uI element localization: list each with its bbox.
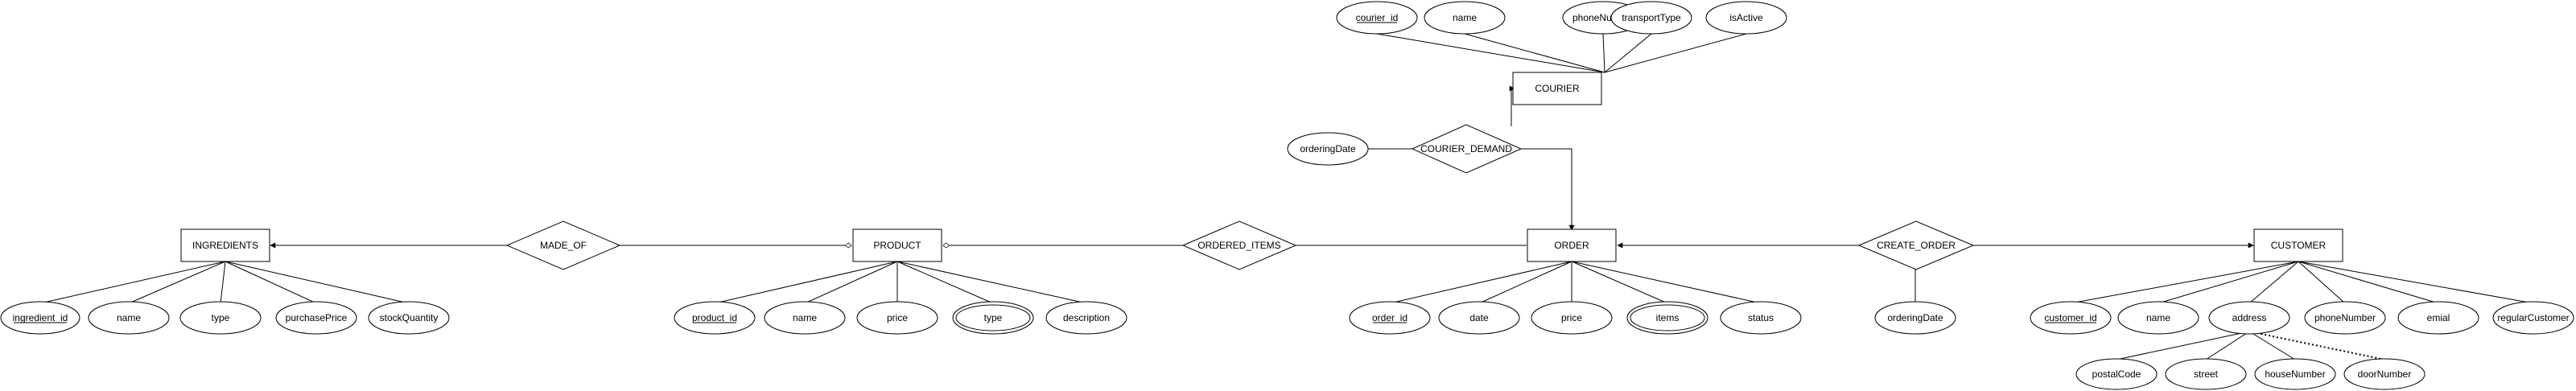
entity-ingredients[interactable]: INGREDIENTS [180,228,270,262]
svg-text:order_id: order_id [1372,312,1408,323]
attribute-courier-transport[interactable]: transportType [1610,1,1692,35]
attribute-product-type[interactable]: type [952,301,1034,335]
svg-text:product_id: product_id [692,312,737,323]
attribute-courier-id[interactable]: courier_id [1336,1,1418,35]
edges [39,33,2534,360]
svg-text:name: name [117,312,141,323]
attribute-create-order-date[interactable]: orderingDate [1874,301,1956,335]
svg-text:price: price [887,312,908,323]
svg-text:orderingDate: orderingDate [1300,143,1356,154]
edge-courier-phone [1602,33,1605,73]
svg-text:customer_id: customer_id [2044,312,2096,323]
edge-demand-order [1521,148,1575,231]
attribute-ingredient-type[interactable]: type [179,301,262,335]
attribute-ingredient-stock[interactable]: stockQuantity [368,301,450,335]
relationship-courier-demand[interactable]: COURIER_DEMAND [1411,124,1523,174]
svg-text:name: name [1453,12,1477,23]
edge-courier-name [1464,33,1605,73]
attribute-customer-regular[interactable]: regularCustomer [2492,301,2574,335]
attribute-ingredient-name[interactable]: name [88,301,170,335]
edge-courier-active [1604,33,1747,73]
attribute-demand-ordering-date[interactable]: orderingDate [1287,132,1369,166]
attribute-order-status[interactable]: status [1720,301,1802,335]
attribute-customer-id[interactable]: customer_id [2030,301,2112,335]
relationship-ordered-items[interactable]: ORDERED_ITEMS [1181,220,1297,270]
attribute-address-house-number[interactable]: houseNumber [2254,358,2336,390]
svg-text:transportType: transportType [1622,12,1681,23]
entity-courier[interactable]: COURIER [1512,72,1602,105]
relationship-made-of-label: MADE_OF [540,240,587,251]
entity-customer-label: CUSTOMER [2271,240,2327,251]
entity-customer[interactable]: CUSTOMER [2253,228,2343,262]
svg-text:name: name [793,312,817,323]
svg-text:name: name [2146,312,2170,323]
svg-text:street: street [2194,368,2219,380]
attribute-order-id[interactable]: order_id [1349,301,1431,335]
svg-text:phoneNumber: phoneNumber [2314,312,2376,323]
svg-text:purchasePrice: purchasePrice [286,312,348,323]
attribute-product-id[interactable]: product_id [674,301,756,335]
svg-text:houseNumber: houseNumber [2265,368,2325,380]
svg-text:isActive: isActive [1729,12,1763,23]
attribute-order-price[interactable]: price [1531,301,1613,335]
svg-text:description: description [1063,312,1110,323]
attribute-courier-name[interactable]: name [1424,1,1506,35]
svg-text:status: status [1748,312,1774,323]
attribute-address-street[interactable]: street [2165,358,2247,390]
svg-text:items: items [1656,312,1680,323]
svg-text:ingredient_id: ingredient_id [13,312,68,323]
svg-text:type: type [984,312,1003,323]
entity-ingredients-label: INGREDIENTS [192,240,258,251]
entity-product[interactable]: PRODUCT [852,228,942,262]
attribute-courier-active[interactable]: isActive [1705,1,1787,35]
svg-text:type: type [212,312,230,323]
attribute-ingredient-purchase-price[interactable]: purchasePrice [275,301,357,335]
attribute-ingredient-id[interactable]: ingredient_id [0,301,80,335]
attribute-product-description[interactable]: description [1045,301,1127,335]
svg-text:courier_id: courier_id [1356,12,1399,23]
attribute-customer-name[interactable]: name [2117,301,2199,335]
svg-text:price: price [1561,312,1582,323]
attribute-address-door-number[interactable]: doorNumber [2343,358,2426,390]
svg-text:address: address [2232,312,2267,323]
entity-order[interactable]: ORDER [1527,228,1617,262]
attribute-customer-email[interactable]: emial [2397,301,2479,335]
attribute-customer-phone[interactable]: phoneNumber [2304,301,2386,335]
attribute-product-price[interactable]: price [856,301,938,335]
attribute-product-name[interactable]: name [764,301,846,335]
svg-text:doorNumber: doorNumber [2358,368,2412,380]
attribute-address-postal-code[interactable]: postalCode [2075,358,2158,390]
svg-text:stockQuantity: stockQuantity [380,312,439,323]
attribute-customer-address[interactable]: address [2208,301,2290,335]
entity-courier-label: COURIER [1535,83,1580,94]
svg-text:orderingDate: orderingDate [1887,312,1943,323]
relationship-made-of[interactable]: MADE_OF [505,220,621,270]
edge-courier-id [1376,33,1605,73]
attribute-order-date[interactable]: date [1438,301,1520,335]
edge-courier-transport [1604,33,1652,73]
svg-text:postalCode: postalCode [2092,368,2141,380]
svg-text:date: date [1469,312,1489,323]
entity-order-label: ORDER [1554,240,1589,251]
svg-text:emial: emial [2427,312,2450,323]
attribute-order-items[interactable]: items [1626,301,1708,335]
entity-product-label: PRODUCT [873,240,921,251]
relationship-courier-demand-label: COURIER_DEMAND [1420,143,1512,154]
svg-text:regularCustomer: regularCustomer [2497,312,2569,323]
relationship-ordered-items-label: ORDERED_ITEMS [1197,240,1280,251]
relationship-create-order[interactable]: CREATE_ORDER [1857,220,1975,270]
relationship-create-order-label: CREATE_ORDER [1877,240,1956,251]
